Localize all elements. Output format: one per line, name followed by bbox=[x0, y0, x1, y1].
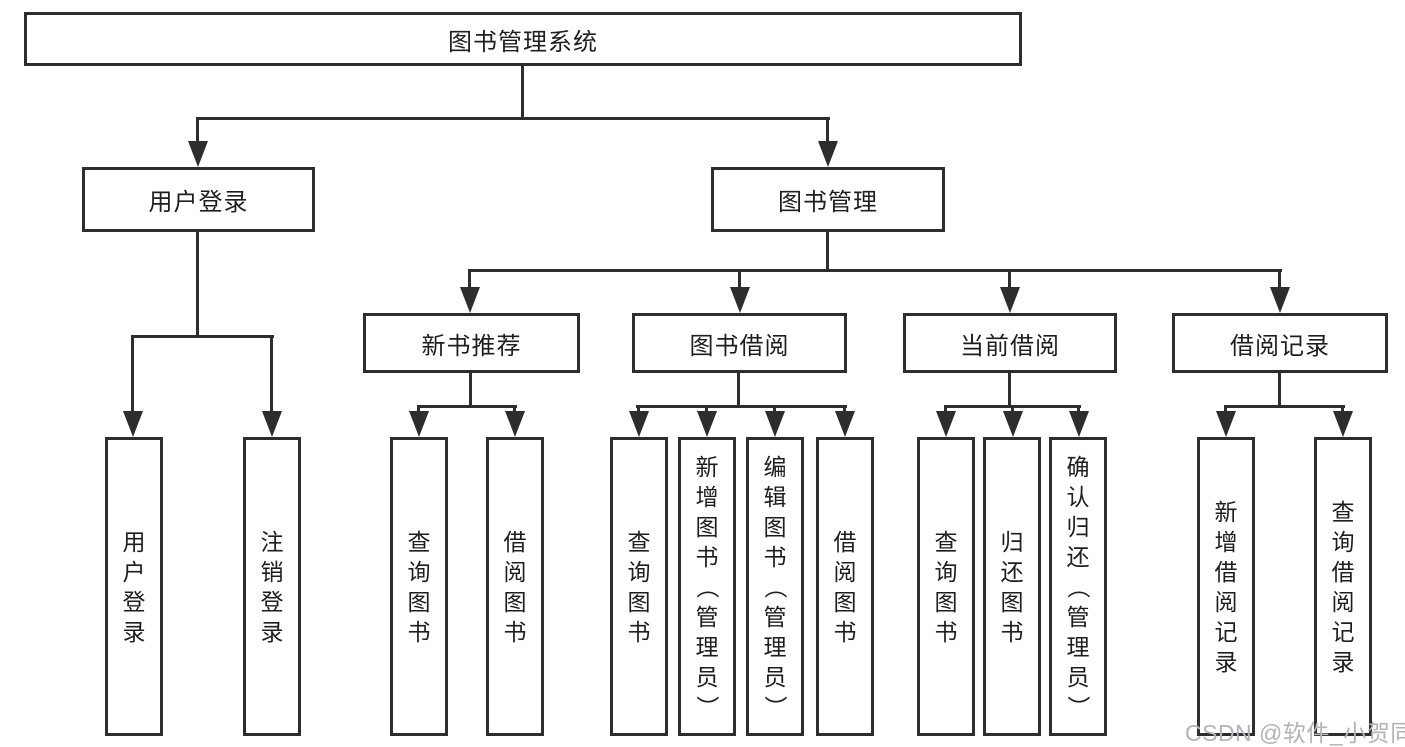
arrow-down-icon bbox=[409, 411, 429, 437]
node-book-management: 图书管理 bbox=[711, 167, 945, 232]
connector-new-book-rec-bus bbox=[417, 405, 517, 408]
leaf-borrow-books: 借阅图书 bbox=[816, 437, 874, 736]
arrow-down-icon bbox=[1003, 411, 1023, 437]
connector-book-mgmt-stem bbox=[826, 231, 829, 272]
leaf-query-borrow-record: 查询借阅记录 bbox=[1314, 437, 1372, 736]
leaf-query-books-rec: 查询图书 bbox=[390, 437, 448, 736]
arrow-down-icon bbox=[1216, 411, 1236, 437]
leaf-logout-label: 注销登录 bbox=[260, 528, 284, 645]
arrow-down-icon bbox=[460, 287, 480, 313]
connector-leaf bbox=[1011, 405, 1014, 413]
connector-root-bus bbox=[197, 117, 830, 120]
leaf-confirm-return-admin-label: 确认归还（管理员） bbox=[1065, 453, 1091, 719]
leaf-add-borrow-record: 新增借阅记录 bbox=[1197, 437, 1255, 736]
connector-to-borrow-record bbox=[1278, 269, 1281, 289]
arrow-down-icon bbox=[1333, 411, 1353, 437]
connector-borrow-record-bus bbox=[1224, 405, 1345, 408]
connector-to-book-borrow bbox=[738, 269, 741, 289]
leaf-query-books-rec-label: 查询图书 bbox=[407, 528, 431, 645]
arrow-down-icon bbox=[188, 141, 208, 167]
arrow-down-icon bbox=[936, 411, 956, 437]
arrow-down-icon bbox=[835, 411, 855, 437]
leaf-return-books-label: 归还图书 bbox=[1000, 528, 1024, 645]
connector-leaf bbox=[417, 405, 420, 413]
node-current-borrowing: 当前借阅 bbox=[903, 313, 1117, 373]
watermark-text: CSDN @软件_小贺同学 bbox=[1185, 720, 1405, 746]
arrow-down-icon bbox=[818, 141, 838, 167]
node-current-borrowing-label: 当前借阅 bbox=[960, 332, 1060, 360]
leaf-query-borrow-record-label: 查询借阅记录 bbox=[1331, 498, 1355, 675]
leaf-query-books-current-label: 查询图书 bbox=[934, 528, 958, 645]
node-user-login: 用户登录 bbox=[82, 167, 315, 232]
connector-user-login-bus bbox=[131, 335, 274, 338]
node-new-book-recommend: 新书推荐 bbox=[363, 313, 580, 373]
arrow-down-icon bbox=[1069, 411, 1089, 437]
node-book-borrowing: 图书借阅 bbox=[632, 313, 847, 373]
node-borrowing-records: 借阅记录 bbox=[1172, 313, 1388, 373]
leaf-query-books-current: 查询图书 bbox=[917, 437, 975, 736]
arrow-down-icon bbox=[1270, 287, 1290, 313]
arrow-down-icon bbox=[697, 411, 717, 437]
leaf-edit-book-admin-label: 编辑图书（管理员） bbox=[762, 453, 788, 719]
connector-book-borrow-stem bbox=[737, 371, 740, 408]
leaf-add-borrow-record-label: 新增借阅记录 bbox=[1214, 498, 1238, 675]
connector-leaf bbox=[1077, 405, 1080, 413]
leaf-edit-book-admin: 编辑图书（管理员） bbox=[746, 437, 804, 736]
connector-user-login-stem bbox=[196, 231, 199, 338]
connector-new-book-rec-stem bbox=[469, 371, 472, 408]
connector-leaf bbox=[513, 405, 516, 413]
arrow-down-icon bbox=[629, 411, 649, 437]
leaf-add-book-admin: 新增图书（管理员） bbox=[678, 437, 736, 736]
node-new-book-recommend-label: 新书推荐 bbox=[421, 332, 522, 360]
node-user-login-label: 用户登录 bbox=[148, 189, 249, 216]
leaf-borrow-books-label: 借阅图书 bbox=[833, 528, 857, 645]
connector-leaf bbox=[1341, 405, 1344, 413]
connector-leaf bbox=[637, 405, 640, 413]
leaf-add-book-admin-label: 新增图书（管理员） bbox=[694, 453, 720, 719]
node-library-system-label: 图书管理系统 bbox=[448, 28, 598, 56]
node-library-system: 图书管理系统 bbox=[24, 12, 1022, 66]
arrow-down-icon bbox=[765, 411, 785, 437]
connector-leaf bbox=[773, 405, 776, 413]
connector-to-current-borrow bbox=[1008, 269, 1011, 289]
connector-to-leaf-user-login bbox=[131, 335, 134, 413]
leaf-borrow-books-rec: 借阅图书 bbox=[486, 437, 544, 736]
connector-book-mgmt-bus bbox=[469, 269, 1282, 272]
leaf-confirm-return-admin: 确认归还（管理员） bbox=[1049, 437, 1107, 736]
arrow-down-icon bbox=[262, 411, 282, 437]
node-book-management-label: 图书管理 bbox=[778, 189, 878, 216]
node-borrowing-records-label: 借阅记录 bbox=[1230, 332, 1330, 360]
connector-leaf bbox=[705, 405, 708, 413]
connector-book-borrow-bus bbox=[636, 405, 847, 408]
connector-current-borrow-stem bbox=[1008, 371, 1011, 408]
connector-to-leaf-logout bbox=[270, 335, 273, 413]
leaf-query-books-borrow-label: 查询图书 bbox=[627, 528, 651, 645]
connector-leaf bbox=[1224, 405, 1227, 413]
arrow-down-icon bbox=[1000, 287, 1020, 313]
leaf-query-books-borrow: 查询图书 bbox=[610, 437, 668, 736]
arrow-down-icon bbox=[730, 287, 750, 313]
connector-leaf bbox=[843, 405, 846, 413]
connector-to-user-login bbox=[196, 117, 199, 145]
connector-root-stem bbox=[521, 65, 524, 118]
leaf-user-login: 用户登录 bbox=[105, 437, 163, 736]
connector-to-new-book-rec bbox=[468, 269, 471, 289]
connector-to-book-mgmt bbox=[826, 117, 829, 145]
arrow-down-icon bbox=[505, 411, 525, 437]
connector-leaf bbox=[944, 405, 947, 413]
connector-borrow-record-stem bbox=[1278, 371, 1281, 408]
leaf-logout: 注销登录 bbox=[243, 437, 301, 736]
leaf-user-login-label: 用户登录 bbox=[122, 528, 146, 645]
node-book-borrowing-label: 图书借阅 bbox=[689, 332, 790, 360]
leaf-borrow-books-rec-label: 借阅图书 bbox=[503, 528, 527, 645]
leaf-return-books: 归还图书 bbox=[983, 437, 1041, 736]
arrow-down-icon bbox=[123, 411, 143, 437]
